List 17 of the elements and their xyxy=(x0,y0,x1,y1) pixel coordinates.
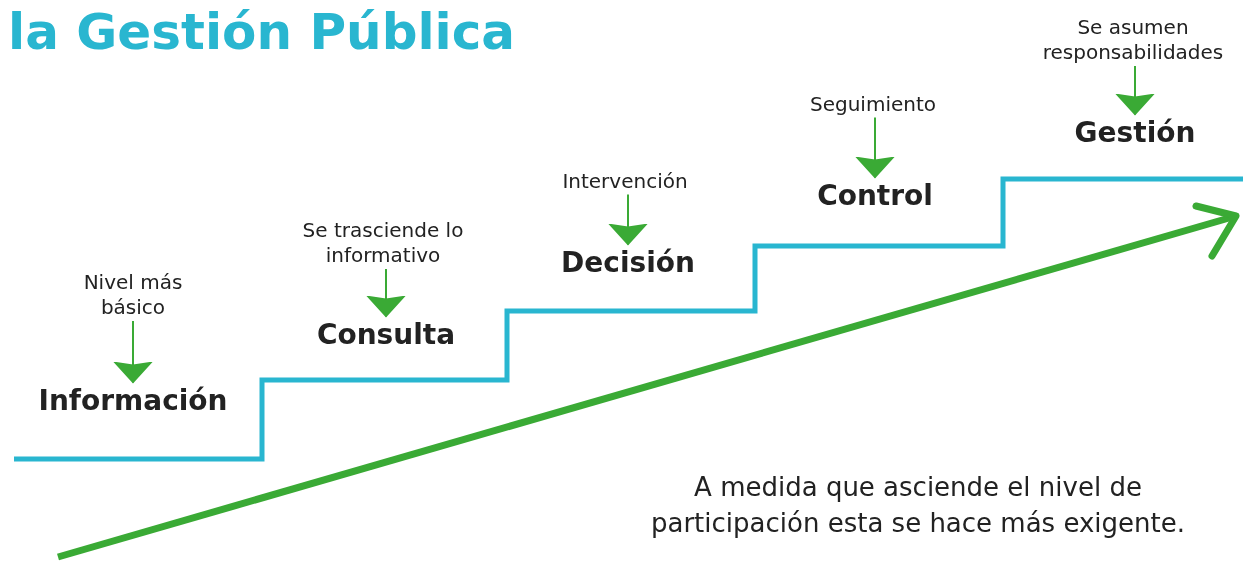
description-text: Intervención xyxy=(525,168,725,194)
chevron-arrow xyxy=(366,268,406,318)
chevron-arrow xyxy=(113,320,153,384)
description-text: Seguimiento xyxy=(773,91,973,117)
level-label: Gestión xyxy=(1074,115,1196,149)
title: la Gestión Pública xyxy=(8,2,516,62)
level-label: Información xyxy=(38,383,228,417)
chevron-arrow xyxy=(1115,65,1155,116)
description-text: Se trasciende lo informativo xyxy=(283,218,483,268)
description-text: Se asumen responsabilidades xyxy=(1013,15,1243,65)
chevron-arrow xyxy=(608,193,648,246)
level-label: Consulta xyxy=(316,317,456,351)
level-label: Decisión xyxy=(561,245,695,279)
chevron-arrow xyxy=(855,116,895,179)
note-text: A medida que asciende el nivel de participación esta se hace más exigente. xyxy=(650,471,1186,540)
level-label: Control xyxy=(817,178,933,212)
description-text: Nivel más básico xyxy=(53,270,213,320)
